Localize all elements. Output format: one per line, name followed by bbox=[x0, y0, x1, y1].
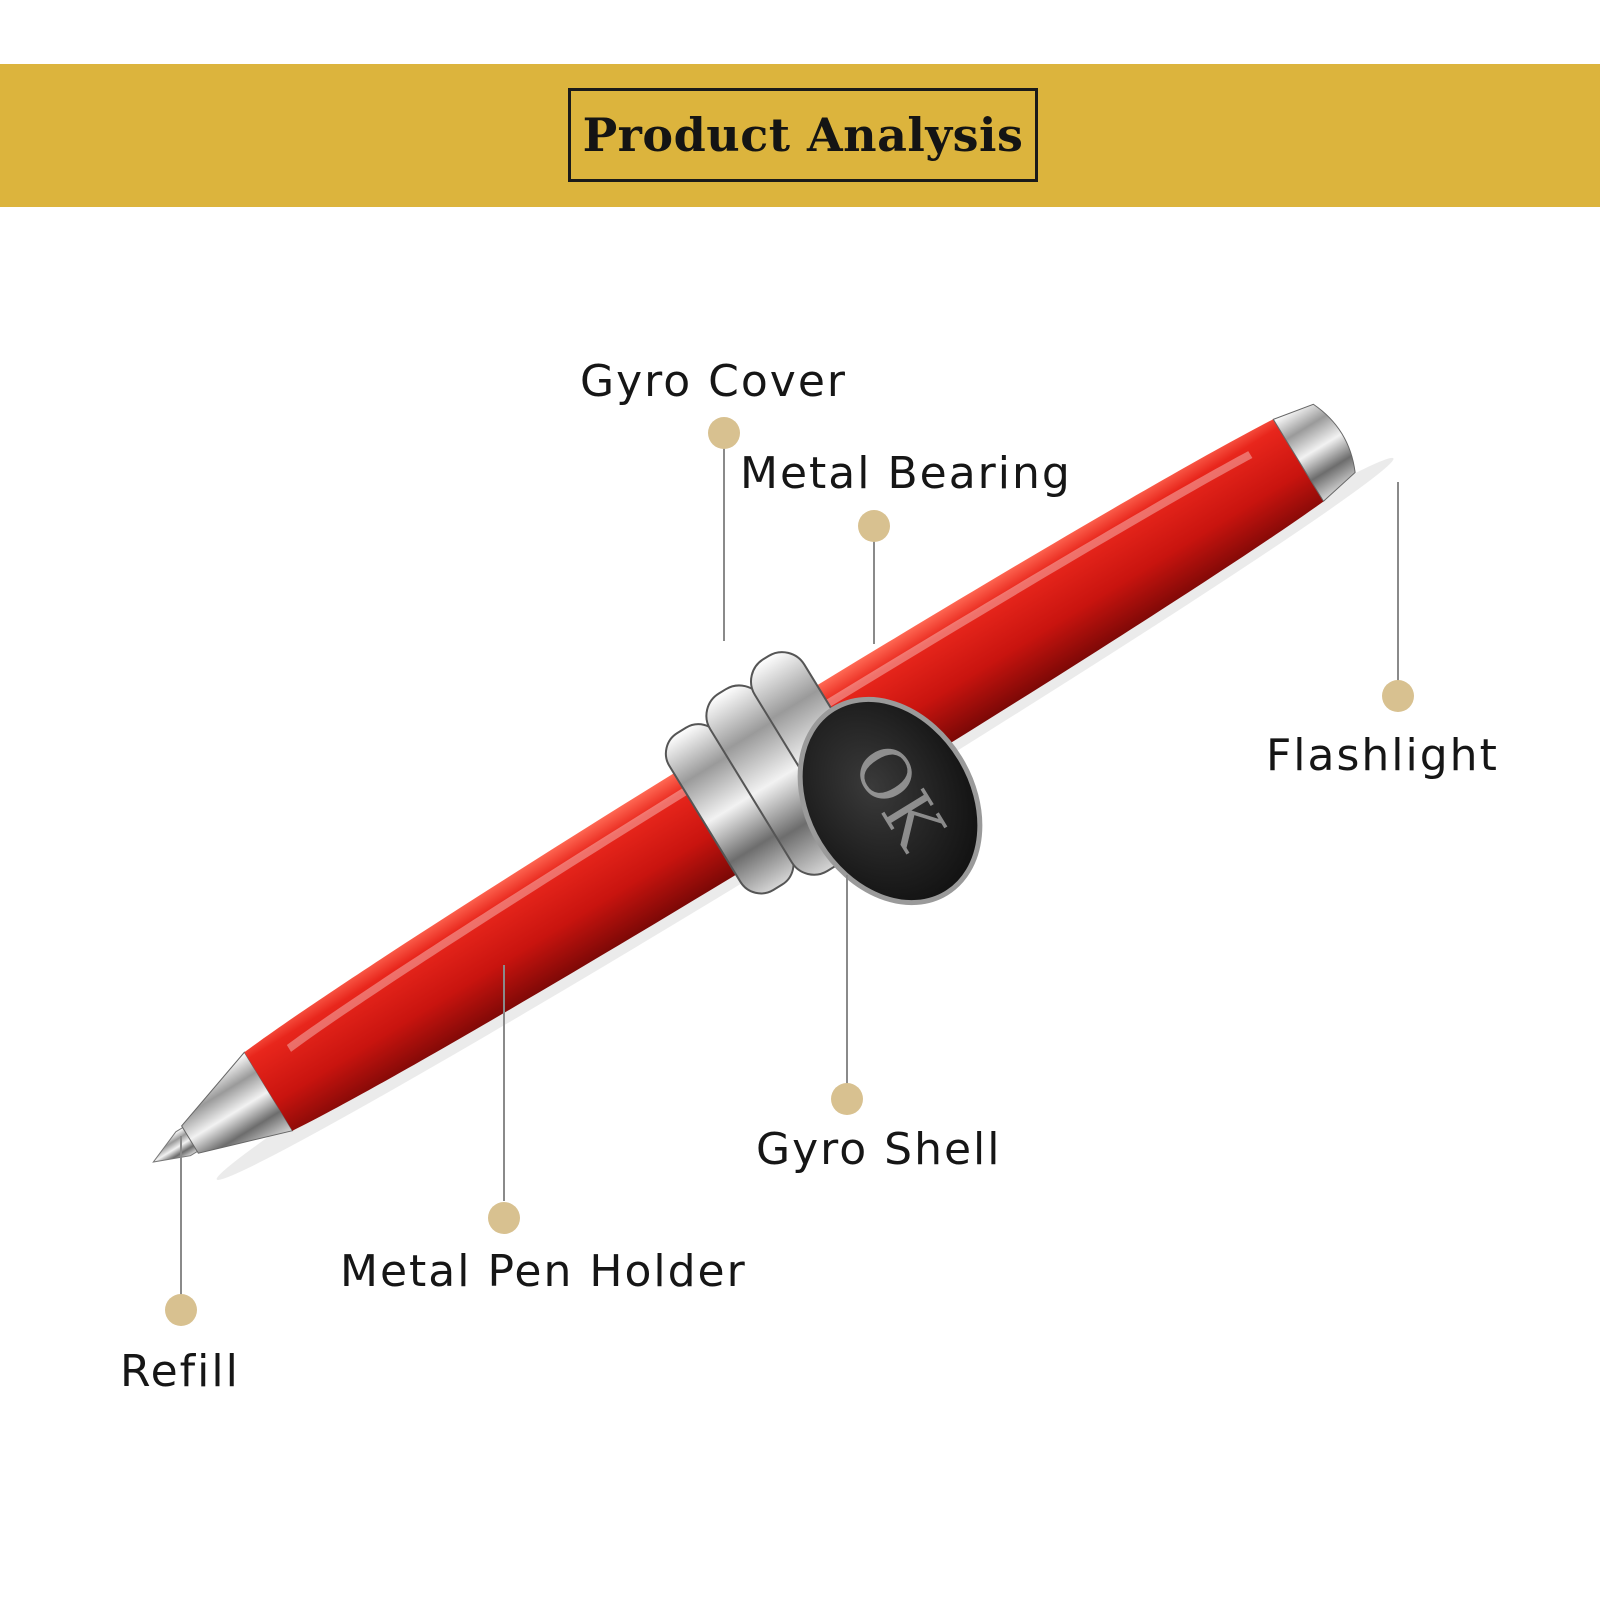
metal-bearing-label: Metal Bearing bbox=[740, 448, 1072, 499]
pen-holder-leader bbox=[503, 965, 505, 1201]
pen-holder-dot bbox=[488, 1202, 520, 1234]
title-box: Product Analysis bbox=[568, 88, 1038, 182]
gyro-cap bbox=[797, 696, 983, 906]
gyro-cover-leader bbox=[723, 433, 725, 641]
flashlight-leader bbox=[1397, 482, 1399, 696]
gyro-cover-label: Gyro Cover bbox=[580, 356, 848, 407]
metal-pen-holder-label: Metal Pen Holder bbox=[340, 1246, 747, 1297]
refill-label: Refill bbox=[120, 1346, 240, 1397]
flashlight-dot bbox=[1382, 680, 1414, 712]
gyro-shell-dot bbox=[831, 1083, 863, 1115]
flashlight-end bbox=[1272, 403, 1356, 503]
body-highlight bbox=[286, 451, 1253, 1052]
gyro-shell-label: Gyro Shell bbox=[756, 1124, 1002, 1175]
metal-bearing-dot bbox=[858, 510, 890, 542]
page-title: Product Analysis bbox=[582, 108, 1024, 162]
metal-bearing-leader bbox=[873, 528, 875, 644]
header-banner bbox=[0, 64, 1600, 207]
refill-dot bbox=[165, 1294, 197, 1326]
gyro-shell-leader bbox=[846, 875, 848, 1087]
refill-leader bbox=[180, 1136, 182, 1310]
flashlight-label: Flashlight bbox=[1266, 730, 1499, 781]
gyro-cover-dot bbox=[708, 417, 740, 449]
